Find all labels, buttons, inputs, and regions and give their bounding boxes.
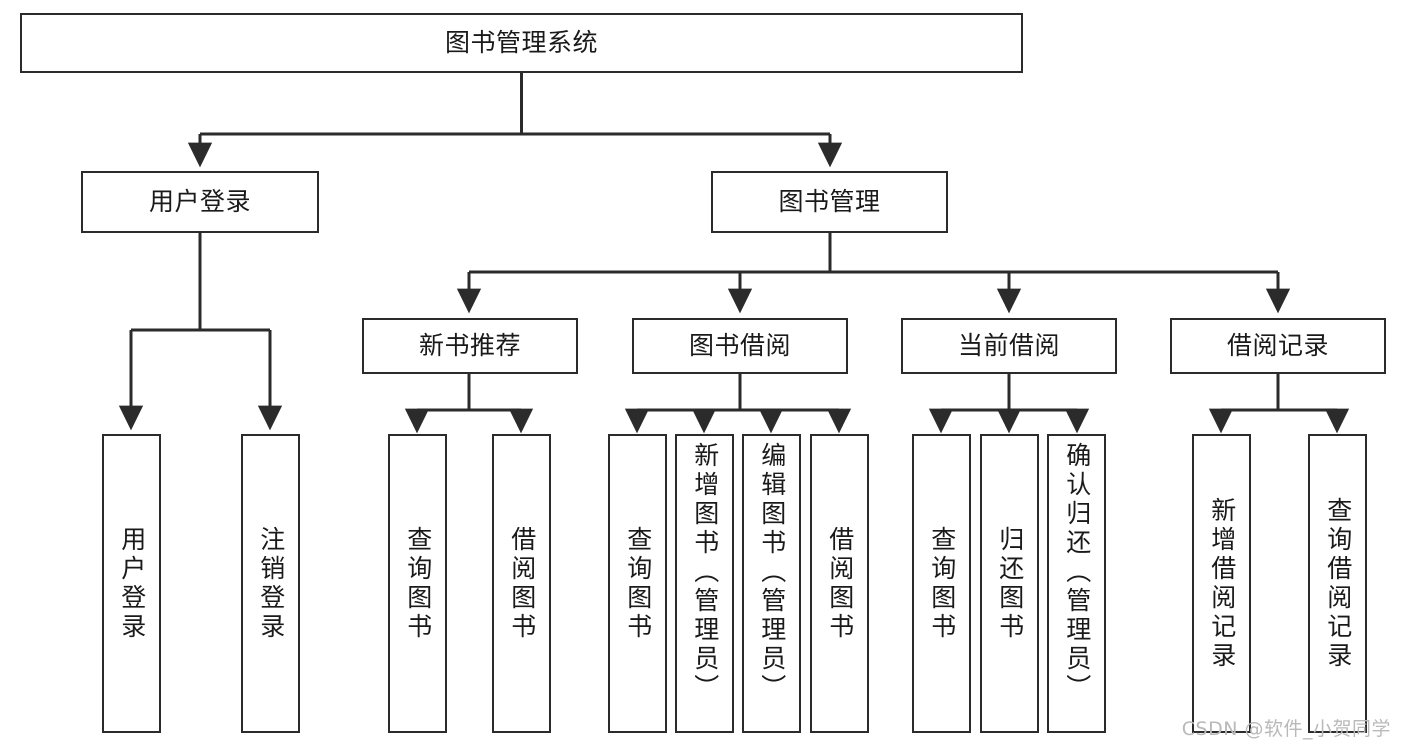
leaf-borrow-record-query-record[interactable]: 查询借阅记录 xyxy=(1308,434,1367,733)
node-root-book-management-system[interactable]: 图书管理系统 xyxy=(20,13,1023,73)
node-current-borrow[interactable]: 当前借阅 xyxy=(901,318,1117,374)
node-label: 注销登录 xyxy=(256,525,286,642)
node-label: 借阅图书 xyxy=(507,525,537,642)
leaf-borrow-record-add-record[interactable]: 新增借阅记录 xyxy=(1192,434,1251,733)
leaf-book-borrow-add-book-admin[interactable]: 新增图书（管理员） xyxy=(675,434,734,733)
node-book-borrow[interactable]: 图书借阅 xyxy=(632,318,848,374)
csdn-watermark: CSDN @软件_小贺同学 xyxy=(1181,718,1391,740)
leaf-book-borrow-edit-book-admin[interactable]: 编辑图书（管理员） xyxy=(742,434,801,733)
leaf-book-borrow-query-book[interactable]: 查询图书 xyxy=(608,434,667,733)
leaf-current-borrow-return-book[interactable]: 归还图书 xyxy=(980,434,1039,733)
node-label: 图书借阅 xyxy=(688,331,791,360)
node-label: 查询借阅记录 xyxy=(1323,496,1353,671)
node-label: 用户登录 xyxy=(117,525,147,642)
node-label: 图书管理 xyxy=(778,187,881,216)
node-label: 确认归还（管理员） xyxy=(1062,442,1092,703)
node-label: 借阅图书 xyxy=(825,525,855,642)
node-label: 新增图书（管理员） xyxy=(690,442,720,703)
node-label: 编辑图书（管理员） xyxy=(757,442,787,703)
node-label: 查询图书 xyxy=(403,525,433,642)
node-label: 新增借阅记录 xyxy=(1207,496,1237,671)
node-label: 查询图书 xyxy=(623,525,653,642)
node-label: 新书推荐 xyxy=(418,331,521,360)
leaf-new-book-borrow-book[interactable]: 借阅图书 xyxy=(492,434,551,733)
node-label: 查询图书 xyxy=(927,525,957,642)
node-label: 借阅记录 xyxy=(1226,331,1329,360)
leaf-book-borrow-borrow-book[interactable]: 借阅图书 xyxy=(810,434,869,733)
node-label: 当前借阅 xyxy=(957,331,1060,360)
leaf-current-borrow-query-book[interactable]: 查询图书 xyxy=(912,434,971,733)
node-label: 归还图书 xyxy=(995,525,1025,642)
leaf-user-login-login[interactable]: 用户登录 xyxy=(102,434,161,733)
node-book-management[interactable]: 图书管理 xyxy=(711,171,948,233)
leaf-current-borrow-confirm-return-admin[interactable]: 确认归还（管理员） xyxy=(1047,434,1106,733)
node-user-login[interactable]: 用户登录 xyxy=(81,171,319,233)
node-label: 用户登录 xyxy=(148,187,251,216)
node-label: 图书管理系统 xyxy=(444,28,598,57)
leaf-new-book-query-book[interactable]: 查询图书 xyxy=(388,434,447,733)
leaf-user-login-logout[interactable]: 注销登录 xyxy=(241,434,300,733)
node-new-book-recommend[interactable]: 新书推荐 xyxy=(362,318,578,374)
node-borrow-record[interactable]: 借阅记录 xyxy=(1170,318,1386,374)
